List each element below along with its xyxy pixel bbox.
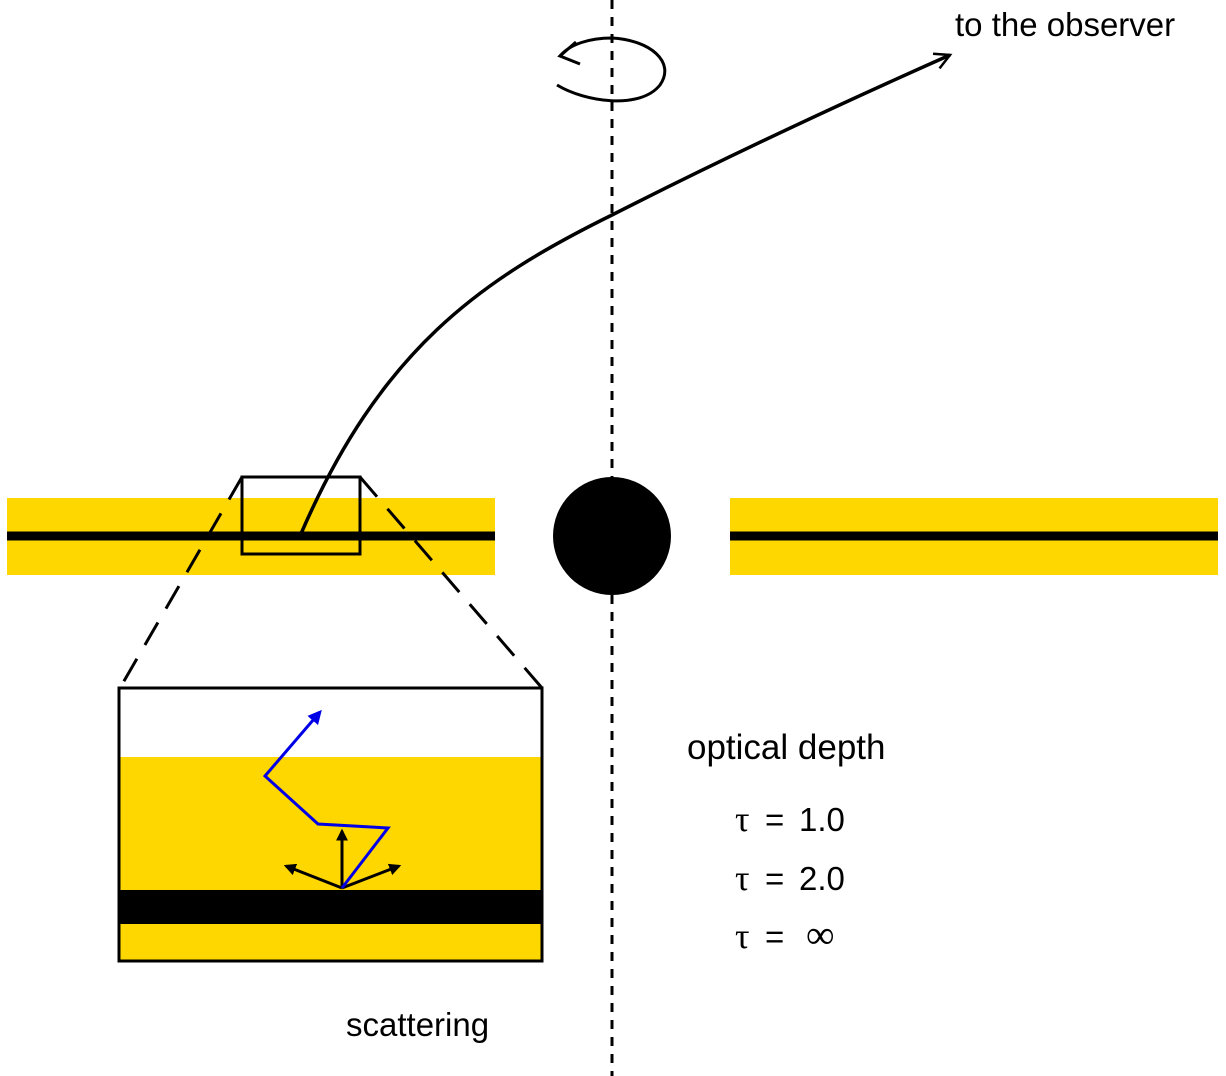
- black-hole: [553, 477, 671, 595]
- equals-sign: =: [765, 918, 784, 955]
- zoom-projection-right: [358, 476, 544, 689]
- tau-value: 1.0: [799, 801, 845, 838]
- inset-disk-fill: [119, 757, 542, 961]
- photon-trajectory: [298, 52, 953, 537]
- scattered-photon-path: [262, 709, 391, 889]
- optical-depth-row: τ = 1.0: [735, 799, 845, 839]
- rotation-arrowhead: [557, 40, 581, 66]
- scattering-label: scattering: [346, 1006, 489, 1043]
- tau-value: ∞: [806, 912, 835, 957]
- observer-label: to the observer: [955, 6, 1175, 43]
- inset-frame: [117, 686, 544, 963]
- equals-sign: =: [765, 860, 784, 897]
- zoom-region-box: [240, 475, 362, 556]
- optical-depth-row: τ = ∞: [735, 912, 835, 957]
- tau-symbol: τ: [735, 916, 749, 956]
- tau-symbol: τ: [735, 799, 749, 839]
- inset-midplane: [119, 890, 542, 924]
- optical-depth-title: optical depth: [687, 728, 885, 767]
- rotation-arrow: [556, 36, 667, 103]
- tau-symbol: τ: [735, 858, 749, 898]
- emission-arrow-right: [341, 863, 402, 890]
- tau-value: 2.0: [799, 860, 845, 897]
- optical-depth-row: τ = 2.0: [735, 858, 845, 898]
- equals-sign: =: [765, 801, 784, 838]
- emission-arrow-left: [283, 863, 343, 890]
